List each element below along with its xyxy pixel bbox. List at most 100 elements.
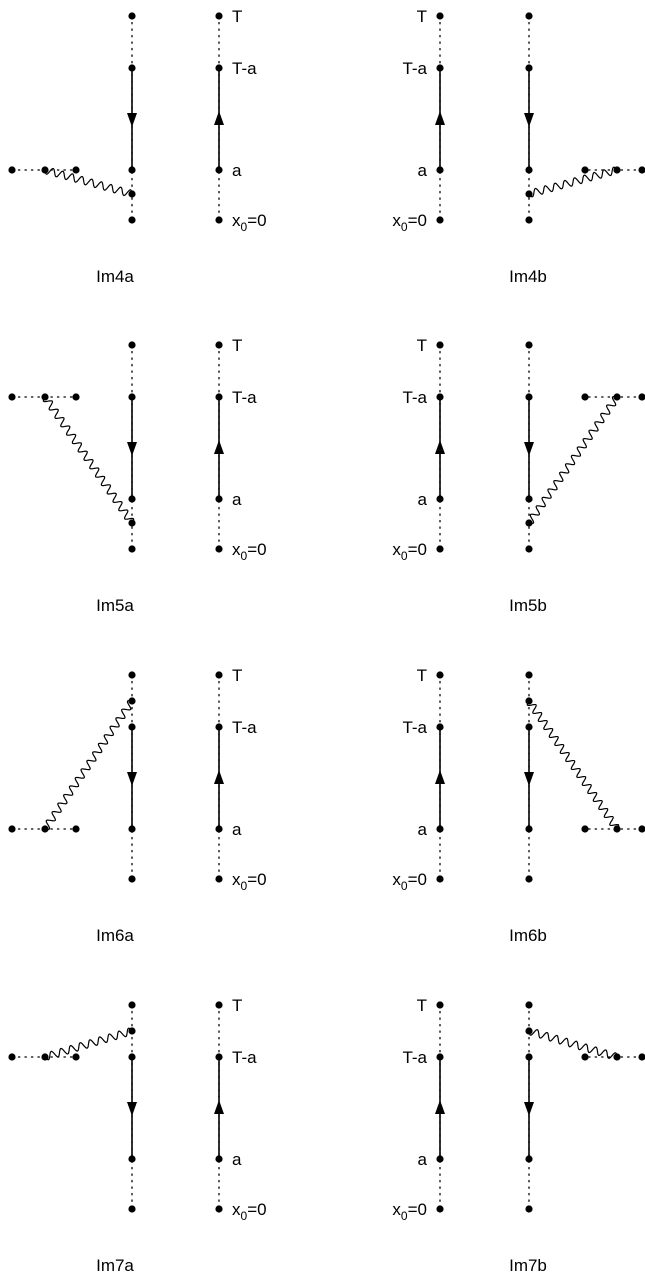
arrow-up-icon [214,111,224,125]
aux-vertex-origin [436,1205,444,1213]
label-t-minus-a: T-a [402,388,427,407]
label-t: T [232,666,242,685]
external-vertex [581,825,589,833]
aux-vertex-upper [215,393,223,401]
external-vertex [638,825,645,833]
vertex-origin [525,875,533,883]
vertex-top [525,1001,533,1009]
arrow-down-icon [524,113,534,127]
label-t: T [232,336,242,355]
label-t: T [417,7,427,26]
diagram-caption: Im7a [96,1256,134,1275]
arrow-up-icon [435,1100,445,1114]
origin-label: x0=0 [392,540,427,563]
origin-label-subscript: 0 [401,1209,408,1223]
aux-vertex-top [436,1001,444,1009]
vertex-top [525,671,533,679]
origin-label-base: x [232,211,241,230]
origin-label: x0=0 [232,211,267,234]
vertex-top [525,341,533,349]
vertex-upper [128,393,136,401]
aux-vertex-lower [436,166,444,174]
origin-label-rest: =0 [247,211,266,230]
label-a: a [232,820,242,839]
aux-vertex-upper [215,64,223,72]
vertex-top [525,12,533,20]
photon-propagator [528,1029,618,1059]
arrow-down-icon [127,1102,137,1116]
vertex-origin [525,545,533,553]
photon-propagator [44,1027,133,1061]
photon-propagator [42,396,135,524]
external-vertex [8,393,16,401]
aux-vertex-upper [215,723,223,731]
origin-label-rest: =0 [408,540,427,559]
photon-propagator [44,700,133,830]
aux-vertex-origin [436,875,444,883]
arrow-up-icon [435,770,445,784]
diagram-caption: Im5a [96,596,134,615]
aux-vertex-lower [215,825,223,833]
origin-label-subscript: 0 [241,220,248,234]
external-vertex [72,393,80,401]
vertex-lower [525,166,533,174]
aux-vertex-top [215,1001,223,1009]
aux-vertex-upper [436,723,444,731]
vertex-origin [128,545,136,553]
aux-vertex-origin [215,216,223,224]
aux-vertex-lower [215,495,223,503]
label-t: T [417,996,427,1015]
aux-vertex-top [215,671,223,679]
aux-vertex-upper [436,1053,444,1061]
arrow-down-icon [127,772,137,786]
label-t: T [417,336,427,355]
arrow-down-icon [127,113,137,127]
aux-vertex-upper [215,1053,223,1061]
label-a: a [418,1150,428,1169]
external-vertex [638,1053,645,1061]
label-a: a [418,820,428,839]
arrow-up-icon [214,770,224,784]
origin-label-subscript: 0 [401,220,408,234]
origin-label-subscript: 0 [401,549,408,563]
origin-label-rest: =0 [247,870,266,889]
origin-label-subscript: 0 [241,549,248,563]
external-vertex [8,166,16,174]
external-vertex [8,1053,16,1061]
diagram-caption: Im7b [509,1256,547,1275]
vertex-top [128,1001,136,1009]
diagram-caption: Im4b [509,267,547,286]
label-t-minus-a: T-a [232,1048,257,1067]
aux-vertex-lower [436,825,444,833]
origin-label-base: x [232,1200,241,1219]
label-a: a [232,1150,242,1169]
arrow-down-icon [524,442,534,456]
origin-label-base: x [232,540,241,559]
vertex-top [128,12,136,20]
vertex-upper [525,723,533,731]
external-vertex [581,1053,589,1061]
vertex-top [128,341,136,349]
external-vertex [638,393,645,401]
arrow-down-icon [127,442,137,456]
origin-label-base: x [392,540,401,559]
aux-vertex-origin [215,1205,223,1213]
vertex-origin [525,216,533,224]
origin-label-rest: =0 [247,1200,266,1219]
vertex-lower [128,825,136,833]
aux-vertex-origin [215,875,223,883]
aux-vertex-lower [215,1155,223,1163]
aux-vertex-lower [436,495,444,503]
diagram-caption: Im6b [509,926,547,945]
vertex-lower [525,1155,533,1163]
aux-vertex-top [436,12,444,20]
aux-vertex-top [215,12,223,20]
external-vertex [72,166,80,174]
vertex-origin [128,216,136,224]
origin-label-rest: =0 [408,211,427,230]
